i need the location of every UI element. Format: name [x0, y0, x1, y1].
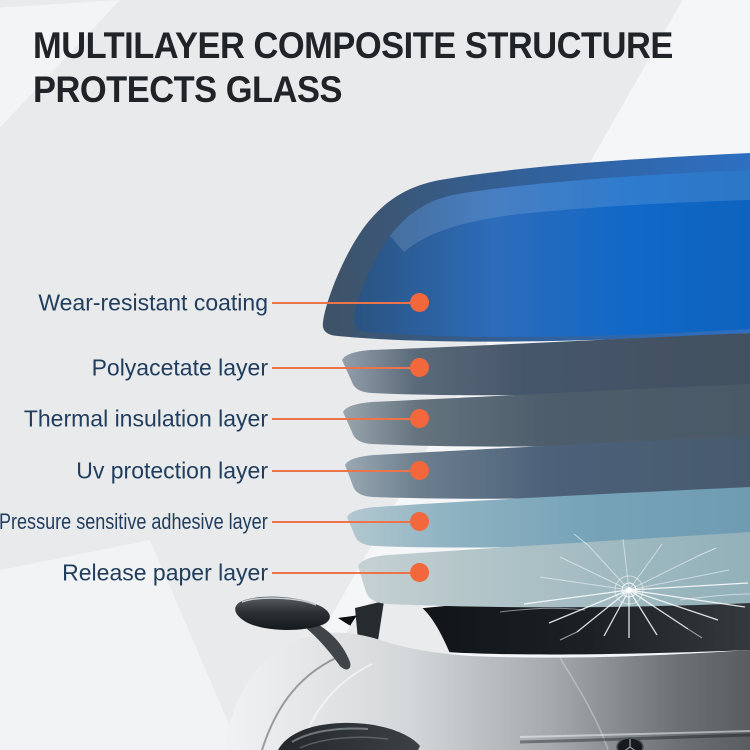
windshield-cracks	[499, 533, 750, 641]
layer-label-row-release: Release paper layer	[0, 559, 430, 587]
car-hood	[225, 632, 750, 750]
layer-marker-dot	[410, 512, 429, 531]
layer-marker-dot	[410, 409, 429, 428]
headlight-streak1	[291, 727, 369, 743]
layer-label: Uv protection layer	[76, 457, 268, 484]
headline: MULTILAYER COMPOSITE STRUCTURE PROTECTS …	[33, 24, 673, 112]
car-emblem	[616, 737, 644, 750]
layer-marker-dot	[410, 358, 429, 377]
headline-line2: PROTECTS GLASS	[33, 69, 342, 110]
film-layer-stack	[322, 153, 750, 608]
hood-front-edge-shadow	[519, 733, 750, 744]
layer-label: Release paper layer	[62, 559, 268, 586]
side-mirror	[235, 596, 330, 631]
side-mirror-arm	[306, 622, 351, 670]
layer-marker-dot	[410, 563, 429, 582]
layer-label-row-thermal: Thermal insulation layer	[0, 405, 430, 433]
layer-label-row-uv: Uv protection layer	[0, 457, 430, 485]
car-illustration	[225, 584, 750, 750]
film-layer-2	[342, 333, 750, 396]
layer-marker-dot	[410, 293, 429, 312]
layer-label-row-wear-resistant: Wear-resistant coating	[0, 289, 430, 317]
layer-marker-dot	[410, 461, 429, 480]
layer-label: Wear-resistant coating	[38, 289, 268, 316]
leader-line	[272, 367, 411, 369]
film-layer-1	[353, 170, 750, 337]
leader-line	[272, 302, 411, 304]
hood-front-edge-highlight	[519, 730, 750, 738]
leader-line	[272, 418, 411, 420]
leader-line	[272, 521, 411, 523]
layer-label-row-polyacetate: Polyacetate layer	[0, 354, 430, 382]
leader-line	[272, 572, 411, 574]
headlight-streak2	[299, 736, 389, 749]
hood-center-crease	[559, 657, 609, 750]
layer-label: Pressure sensitive adhesive layer	[0, 509, 268, 534]
side-mirror-highlight	[241, 597, 317, 606]
car-headlight	[278, 722, 420, 750]
film-layer-1-highlight	[390, 170, 750, 252]
film-layer-5	[347, 487, 750, 548]
film-layer-3	[343, 384, 750, 447]
layer-label-row-adhesive: Pressure sensitive adhesive layer	[0, 508, 430, 536]
leader-line	[272, 470, 411, 472]
film-layer-4	[345, 436, 750, 499]
hood-crease-dark	[261, 653, 346, 750]
layer-label: Thermal insulation layer	[23, 405, 268, 432]
layer-label: Polyacetate layer	[91, 354, 268, 381]
headline-line1: MULTILAYER COMPOSITE STRUCTURE	[33, 25, 673, 66]
